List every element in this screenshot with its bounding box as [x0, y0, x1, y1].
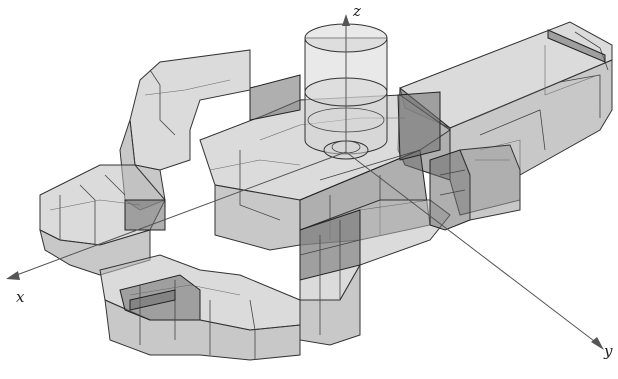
x-axis-label: x: [16, 288, 25, 306]
x-axis-arrow: [6, 271, 20, 280]
lower-left-block: [99, 254, 301, 361]
z-axis-arrow: [342, 14, 350, 26]
y-axis-label: y: [603, 342, 613, 360]
x-axis-line: [13, 151, 347, 277]
y-axis-arrow: [591, 337, 604, 350]
z-axis-label: z: [352, 2, 361, 20]
lower-right-block: [299, 199, 451, 346]
right-connector-block: [429, 144, 521, 231]
axes-group: z x y: [6, 2, 613, 360]
y-axis-line: [345, 151, 599, 345]
left-ring-block: [39, 49, 251, 276]
